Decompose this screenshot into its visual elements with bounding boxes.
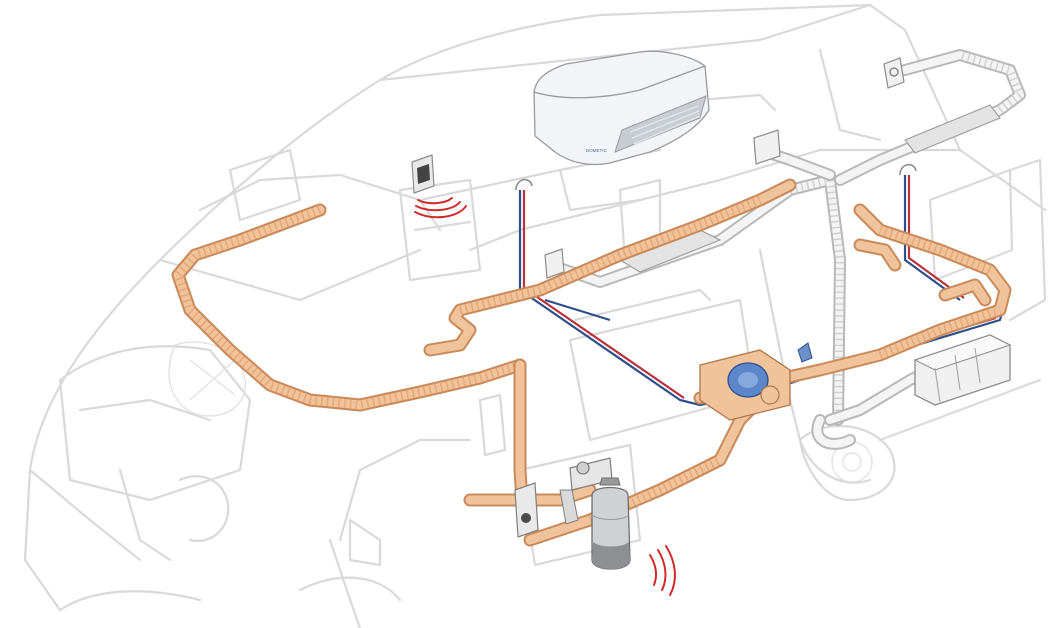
roof-vent-junction (753, 129, 781, 165)
leisure-battery (913, 334, 1012, 406)
wireless-signal-icon (414, 197, 467, 219)
gas-heater (699, 342, 813, 421)
gas-control-box (514, 482, 539, 538)
gas-regulator (559, 457, 613, 525)
gas-bottle (591, 477, 631, 570)
gas-bottle-wireless-icon (649, 545, 676, 596)
warm-air-duct-network (171, 178, 1012, 547)
roof-air-conditioner: DOMETIC (533, 50, 710, 166)
ceiling-vent (544, 248, 565, 279)
heater-expansion-valve (797, 342, 813, 363)
roof-vent-outlet (883, 57, 905, 89)
air-conditioner-brand: DOMETIC (586, 148, 607, 153)
wall-control-panel (411, 154, 435, 194)
duct-silencer-rear (904, 104, 1001, 154)
tap-outlets (515, 163, 917, 191)
vehicle-outline (23, 3, 1047, 628)
